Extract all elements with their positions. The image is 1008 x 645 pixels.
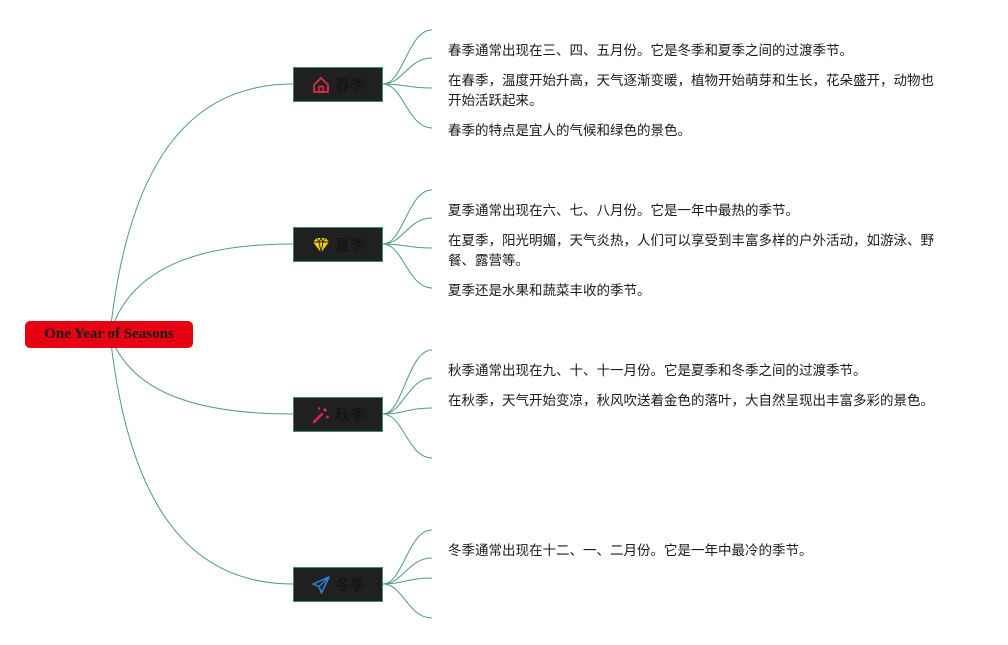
magic-wand-icon	[311, 405, 331, 425]
leaf-connector	[382, 29, 433, 85]
leaf-connector	[382, 583, 433, 619]
branch-label: 冬季	[334, 576, 365, 594]
root-connector	[109, 333, 294, 585]
root-connector	[109, 83, 294, 335]
root-node[interactable]: One Year of Seasons	[25, 321, 193, 348]
branch-label: 秋季	[334, 406, 365, 424]
leaf-text: 冬季通常出现在十二、一、二月份。它是一年中最冷的季节。	[448, 543, 813, 559]
leaf-connector	[382, 413, 433, 459]
leaf-connector	[382, 83, 433, 89]
leaf-connector	[382, 243, 433, 249]
leaf-connector	[382, 407, 433, 415]
leaf-connector	[382, 189, 433, 245]
leaf-connector	[382, 57, 433, 85]
root-connector	[109, 243, 294, 335]
branch-autumn[interactable]: 秋季	[293, 397, 383, 432]
branch-label: 夏季	[334, 236, 365, 254]
leaf-text: 夏季通常出现在六、七、八月份。它是一年中最热的季节。	[448, 203, 799, 219]
leaf-text: 秋季通常出现在九、十、十一月份。它是夏季和冬季之间的过渡季节。	[448, 363, 867, 379]
root-label: One Year of Seasons	[44, 326, 174, 342]
leaf-connector	[382, 83, 433, 129]
diamond-icon	[311, 235, 331, 255]
leaf-connector	[382, 349, 433, 415]
house-icon	[311, 75, 331, 95]
leaf-text: 在夏季，阳光明媚，天气炎热，人们可以享受到丰富多样的户外活动，如游泳、野餐、露营…	[448, 233, 934, 269]
leaf-connector	[382, 243, 433, 289]
leaf-connector	[382, 529, 433, 585]
leaf-text: 在春季，温度开始升高，天气逐渐变暖，植物开始萌芽和生长，花朵盛开，动物也开始活跃…	[448, 73, 934, 109]
leaf-text: 春季通常出现在三、四、五月份。它是冬季和夏季之间的过渡季节。	[448, 43, 853, 59]
leaf-text: 春季的特点是宜人的气候和绿色的景色。	[448, 123, 691, 139]
branch-winter[interactable]: 冬季	[293, 567, 383, 602]
branch-spring[interactable]: 春季	[293, 67, 383, 102]
leaf-text: 在秋季，天气开始变凉，秋风吹送着金色的落叶，大自然呈现出丰富多彩的景色。	[448, 393, 934, 409]
paper-plane-icon	[311, 575, 331, 595]
leaf-connector	[382, 217, 433, 245]
leaf-text: 夏季还是水果和蔬菜丰收的季节。	[448, 283, 651, 299]
branch-label: 春季	[334, 76, 365, 94]
branch-summer[interactable]: 夏季	[293, 227, 383, 262]
root-connector	[109, 333, 294, 415]
leaf-connector	[382, 557, 433, 585]
leaf-connector	[382, 377, 433, 415]
leaf-connector	[382, 577, 433, 585]
